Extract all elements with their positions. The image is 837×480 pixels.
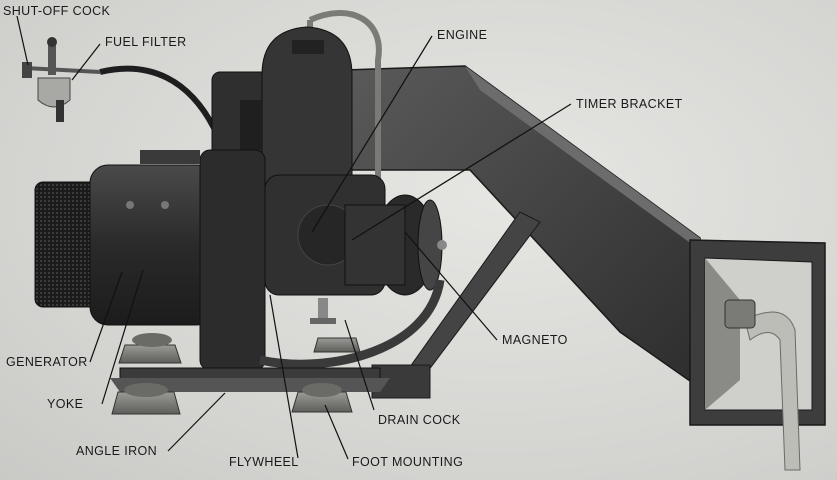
- label-timer-bracket: TIMER BRACKET: [576, 97, 683, 111]
- generator: [34, 149, 266, 371]
- exhaust-duct: [344, 65, 826, 471]
- label-fuel-filter: FUEL FILTER: [105, 35, 187, 49]
- magneto: [344, 194, 447, 296]
- label-engine: ENGINE: [437, 28, 488, 42]
- leader-lines: [16, 15, 572, 460]
- foot-mountings: [111, 333, 361, 415]
- label-yoke: YOKE: [47, 397, 84, 411]
- label-foot-mounting: FOOT MOUNTING: [352, 455, 464, 469]
- fuel-hose: [259, 279, 445, 369]
- label-shutoff-cock: SHUT-OFF COCK: [3, 4, 111, 18]
- label-angle-iron: ANGLE IRON: [76, 444, 158, 458]
- fuel-filter-assembly: [22, 10, 382, 190]
- label-magneto: MAGNETO: [502, 333, 568, 347]
- label-flywheel: FLYWHEEL: [229, 455, 299, 469]
- label-generator: GENERATOR: [6, 355, 88, 369]
- label-drain-cock: DRAIN COCK: [378, 413, 461, 427]
- drain-cock: [310, 298, 336, 324]
